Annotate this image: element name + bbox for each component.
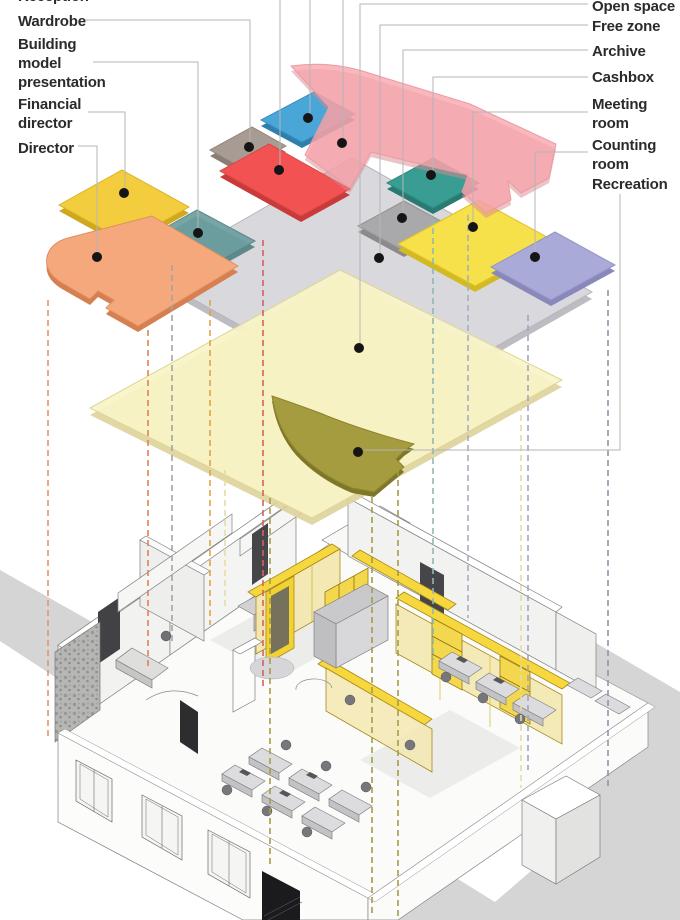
projection-dash-lines <box>47 215 609 916</box>
label-financial-director: Financial director <box>18 96 82 132</box>
label-building-model-presentation: Building model presentation <box>18 36 106 91</box>
zone-dots <box>92 113 540 457</box>
counter-cabinets <box>313 583 389 669</box>
label-archive: Archive <box>592 43 646 60</box>
front-right-parapet <box>367 702 656 920</box>
label-open-space: Open space <box>592 0 676 15</box>
label-meeting-room: Meeting room <box>592 96 648 132</box>
plate-pink-unlabeled <box>289 63 557 218</box>
plate-director <box>46 215 239 332</box>
label-counting-room: Counting room <box>592 137 657 173</box>
plate-open-space <box>88 269 564 525</box>
front-facade <box>57 728 376 920</box>
label-cashbox: Cashbox <box>592 69 654 86</box>
plate-recreation <box>271 395 416 497</box>
label-recreation: Recreation <box>592 176 668 193</box>
label-wardrobe: Wardrobe <box>18 13 86 30</box>
axonometric-model <box>0 471 680 920</box>
label-reception-clipped: Reception <box>18 0 98 6</box>
plate-counting-room <box>489 231 617 306</box>
leader-lines <box>78 0 621 451</box>
desks-and-chairs <box>221 651 631 840</box>
label-free-zone: Free zone <box>592 18 661 35</box>
back-right-walls <box>347 492 597 693</box>
facade-windows <box>75 759 251 899</box>
label-director: Director <box>18 140 74 157</box>
center-elements <box>232 637 333 713</box>
zone-plates <box>46 63 617 525</box>
stone-wall <box>54 621 101 743</box>
